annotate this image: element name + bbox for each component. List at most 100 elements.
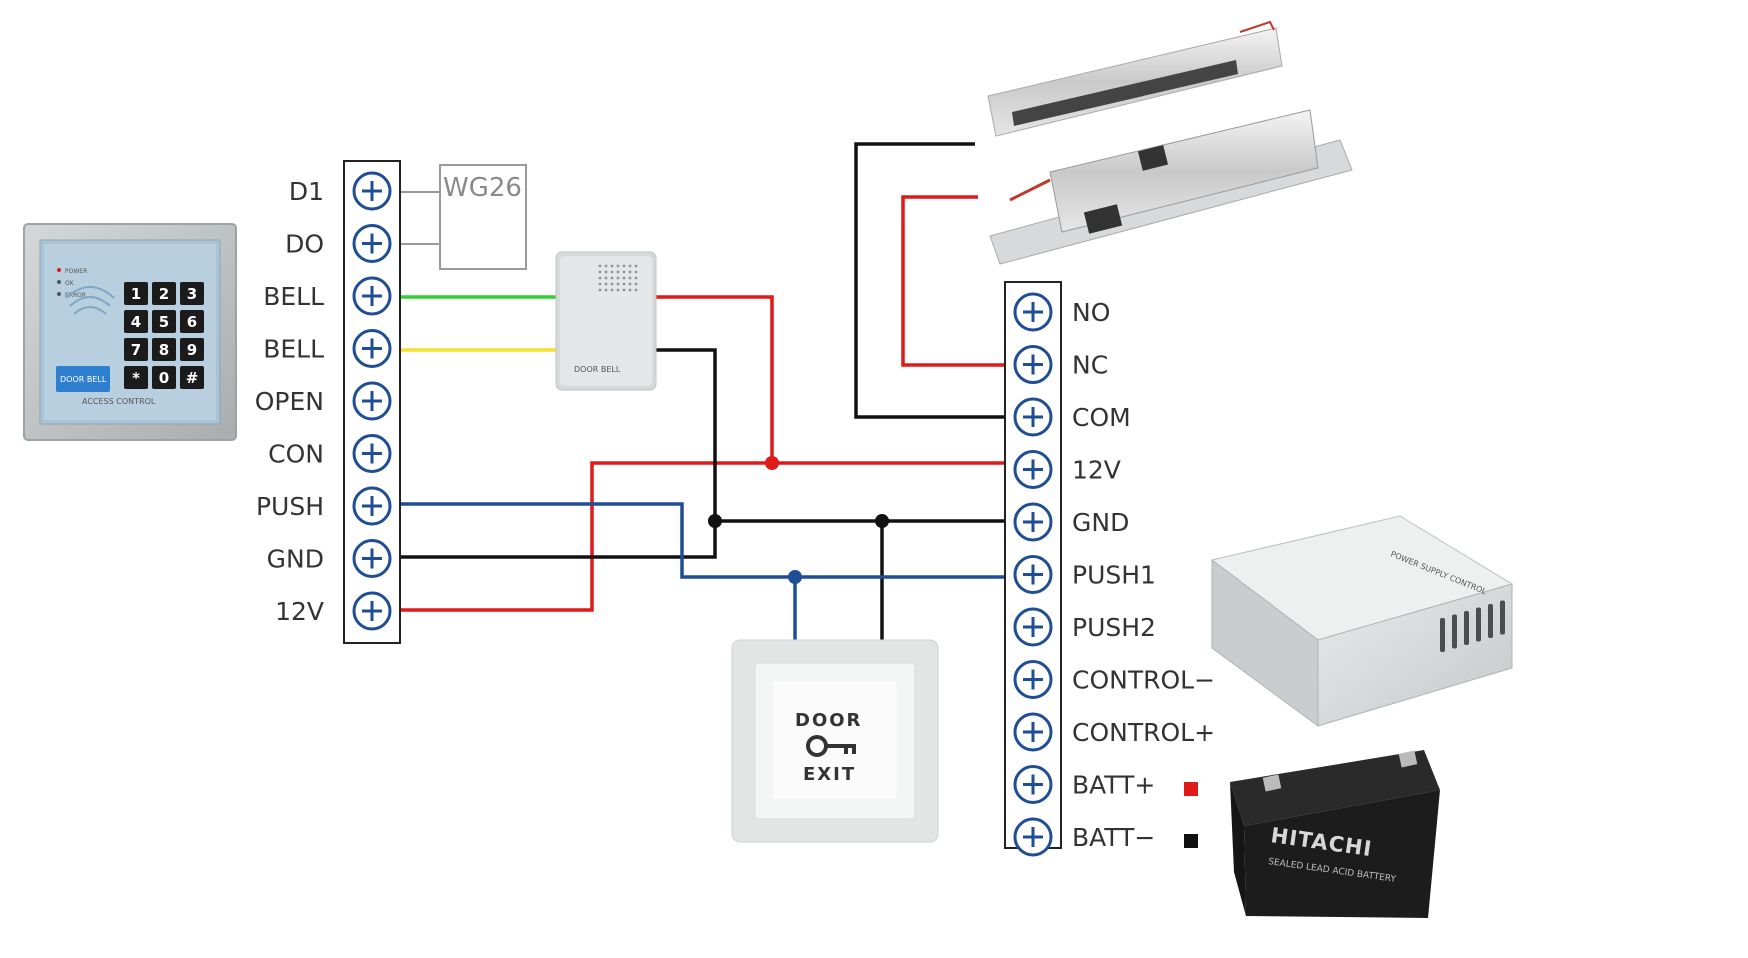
psu-vents <box>1440 600 1505 652</box>
terminal-label: DO <box>285 230 324 259</box>
terminal-right_terminals-8: CONTROL+ <box>1013 712 1215 752</box>
keypad-key: 7 <box>124 338 148 361</box>
terminal-right_terminals-7: CONTROL− <box>1013 660 1215 699</box>
keypad-key: 0 <box>152 366 176 389</box>
terminal-label: COM <box>1072 403 1131 432</box>
keypad-key: 3 <box>180 282 204 305</box>
terminal-right_terminals-1: NC <box>1013 345 1108 384</box>
terminal-label: GND <box>267 545 324 574</box>
terminal-label: NO <box>1072 298 1110 327</box>
wire-lock-red <box>901 195 1005 367</box>
door-bell-unit: DOOR BELL <box>555 251 657 391</box>
batt-minus-marker <box>1184 834 1198 848</box>
svg-text:POWER: POWER <box>65 268 87 275</box>
keypad-key: # <box>180 366 204 389</box>
wire-bell-red <box>652 295 774 463</box>
terminal-right_terminals-5: PUSH1 <box>1013 555 1156 594</box>
electric-bolt-lock <box>989 109 1353 265</box>
terminal-label: BELL <box>263 282 324 311</box>
terminal-left_terminals-8: 12V <box>275 591 392 631</box>
svg-text:1: 1 <box>131 285 141 303</box>
terminal-left_terminals-5: CON <box>268 434 392 473</box>
terminal-left_terminals-7: GND <box>267 539 392 578</box>
wire-12v-red <box>400 461 1005 612</box>
junction-black-left <box>708 514 722 528</box>
rfid-icon <box>65 286 115 315</box>
svg-text:0: 0 <box>159 369 169 387</box>
terminal-right_terminals-4: GND <box>1013 502 1129 542</box>
terminal-right_terminals-3: 12V <box>1013 450 1121 489</box>
wg26-label: WG26 <box>443 173 522 203</box>
terminal-right_terminals-10: BATT− <box>1013 817 1155 857</box>
terminal-left_terminals-2: BELL <box>263 276 392 316</box>
junction-red <box>765 456 779 470</box>
keypad-key: 4 <box>124 310 148 333</box>
keypad-key: 2 <box>152 282 176 305</box>
speaker-grille <box>598 264 638 292</box>
terminal-right_terminals-9: BATT+ <box>1013 765 1155 804</box>
keypad-key: 9 <box>180 338 204 361</box>
svg-text:ERROR: ERROR <box>65 292 86 299</box>
wire-lock-black <box>854 142 1005 419</box>
power-supply-box: POWER SUPPLY CONTROL <box>1210 515 1514 727</box>
junction-blue <box>788 570 802 584</box>
status-leds: POWER OK ERROR <box>57 268 87 299</box>
terminal-label: PUSH2 <box>1072 613 1156 642</box>
keypad-footer: ACCESS CONTROL <box>82 397 156 406</box>
terminal-label: GND <box>1072 508 1129 537</box>
svg-text:#: # <box>186 369 199 387</box>
terminal-label: CONTROL− <box>1072 666 1215 695</box>
terminal-label: CON <box>268 440 324 469</box>
terminal-left_terminals-4: OPEN <box>255 381 392 421</box>
svg-text:8: 8 <box>159 341 169 359</box>
wg26-module: WG26 <box>439 164 527 270</box>
terminal-label: CONTROL+ <box>1072 718 1215 747</box>
battery: HITACHI SEALED LEAD ACID BATTERY <box>1230 750 1440 918</box>
batt-plus-marker <box>1184 782 1198 796</box>
terminal-label: PUSH <box>256 492 324 521</box>
keypad-key: 6 <box>180 310 204 333</box>
svg-text:*: * <box>132 369 140 387</box>
magnetic-lock <box>987 20 1283 137</box>
door-bell-panel-label: DOOR BELL <box>60 375 107 384</box>
terminal-left_terminals-6: PUSH <box>256 486 392 526</box>
exit-button: DOOR EXIT <box>731 639 939 843</box>
exit-button-line1: DOOR <box>795 710 862 731</box>
terminal-label: BATT− <box>1072 823 1155 852</box>
keypad-key: * <box>124 366 148 389</box>
door-bell-panel <box>56 366 110 392</box>
junction-black-right <box>875 514 889 528</box>
terminal-label: 12V <box>275 597 324 626</box>
svg-text:9: 9 <box>187 341 197 359</box>
keypad-key: 1 <box>124 282 148 305</box>
terminal-right_terminals-2: COM <box>1013 397 1131 437</box>
terminal-right_terminals-6: PUSH2 <box>1013 607 1156 647</box>
terminal-label: BATT+ <box>1072 771 1155 800</box>
svg-text:2: 2 <box>159 285 169 303</box>
svg-text:7: 7 <box>131 341 141 359</box>
svg-text:5: 5 <box>159 313 169 331</box>
wires <box>400 142 1005 640</box>
terminal-left_terminals-1: DO <box>285 224 392 263</box>
terminal-label: 12V <box>1072 456 1121 485</box>
terminal-label: NC <box>1072 351 1108 380</box>
door-bell-label: DOOR BELL <box>574 365 621 374</box>
svg-text:OK: OK <box>65 280 75 287</box>
keypad-key: 5 <box>152 310 176 333</box>
keypad-key: 8 <box>152 338 176 361</box>
wire-gnd-black <box>400 348 717 559</box>
exit-button-line2: EXIT <box>803 764 856 785</box>
svg-text:3: 3 <box>187 285 197 303</box>
wire-push-blue <box>400 502 1005 579</box>
svg-text:4: 4 <box>131 313 141 331</box>
terminal-left_terminals-0: D1 <box>289 171 392 211</box>
terminal-label: BELL <box>263 335 324 364</box>
terminal-left_terminals-3: BELL <box>263 329 392 368</box>
svg-text:6: 6 <box>187 313 197 331</box>
